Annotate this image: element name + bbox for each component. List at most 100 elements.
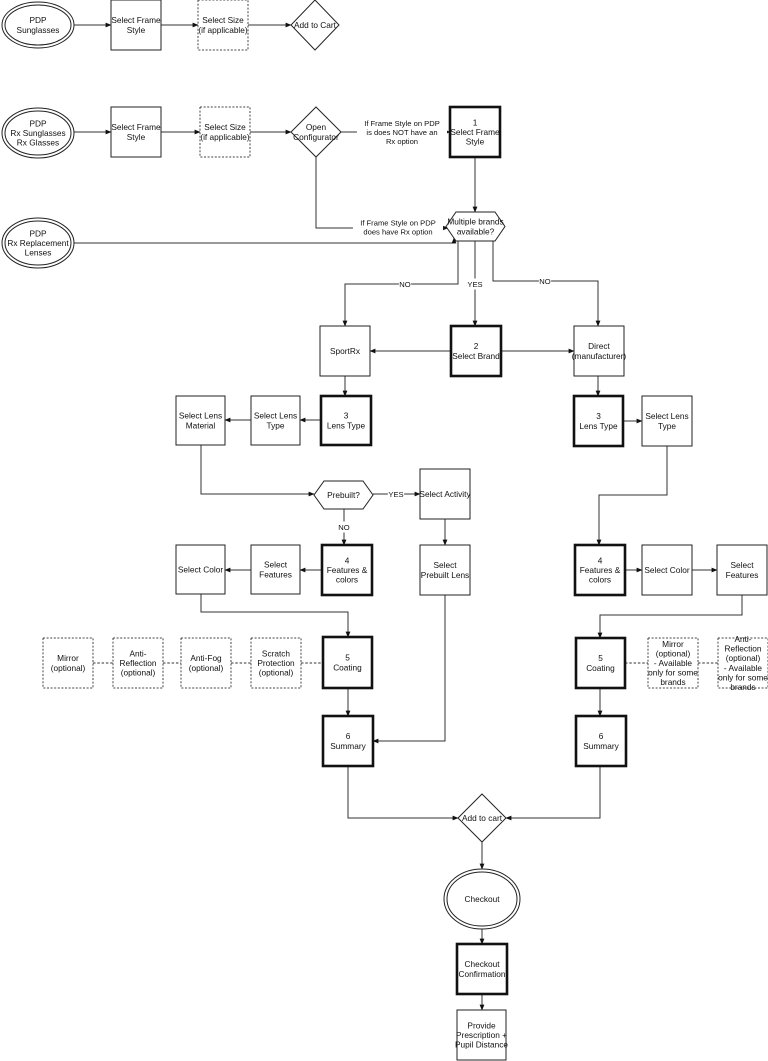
step-box: [448, 105, 502, 159]
node-label-line: available?: [457, 226, 495, 236]
step-box: [574, 714, 628, 768]
terminal-inner-ellipse: [4, 4, 72, 46]
node-label-line: Rx Sunglasses: [10, 128, 65, 138]
step-box: [455, 942, 509, 996]
node-sel-color-r: Select Color: [641, 544, 693, 596]
node-label-line: Checkout: [464, 894, 500, 904]
node-label-line: Pupil Distance: [455, 1040, 508, 1050]
edge-label: NO: [338, 523, 349, 532]
node-label-line: Select Frame: [450, 127, 500, 137]
node-label-line: - Available: [724, 663, 763, 673]
edge-label-bg: [466, 278, 484, 290]
node-label-line: Prebuilt Lens: [421, 570, 469, 580]
node-opt-antiref-r: Anti-Reflection(optional)- Availableonly…: [717, 634, 768, 692]
node-label-line: Lens Type: [327, 420, 366, 430]
node-label-line: Confirmation: [458, 969, 505, 979]
node-label-line: (if applicable): [200, 132, 250, 142]
edge-label-bg: [352, 217, 444, 237]
edge-label: is does NOT have an: [366, 128, 437, 137]
node-label-line: PDP: [29, 228, 47, 238]
node-label-line: Type: [658, 421, 676, 431]
node-label-line: Select Lens: [645, 411, 688, 421]
process-box: [456, 1009, 507, 1061]
node-label-line: (optional): [726, 653, 761, 663]
node-label-line: Anti-: [129, 648, 146, 658]
node-label-line: Select Color: [178, 565, 223, 575]
step-box: [319, 394, 373, 447]
node-label-line: Reflection: [120, 658, 157, 668]
node-label-line: Rx Replacement: [7, 238, 69, 248]
node-label-line: (optional): [656, 648, 691, 658]
node-label-line: Summary: [583, 741, 619, 751]
node-label-line: PDP: [29, 118, 47, 128]
edge-label: YES: [388, 490, 403, 499]
process-box: [250, 395, 301, 446]
optional-box: [250, 637, 302, 689]
step-box: [320, 543, 374, 597]
node-label-line: Add to cart: [462, 813, 503, 823]
node-label-line: (optional): [51, 663, 86, 673]
node-label-line: (optional): [259, 668, 294, 678]
edge-label: YES: [467, 280, 482, 289]
node-label-line: - Available: [654, 658, 693, 668]
optional-box: [180, 637, 232, 689]
node-label-line: Coating: [586, 663, 615, 673]
node-label-line: 1: [473, 117, 478, 127]
node-label-line: 6: [346, 731, 351, 741]
optional-box: [647, 637, 699, 689]
process-box: [419, 544, 471, 596]
optional-box: [42, 637, 94, 689]
node-label-line: Features: [726, 570, 759, 580]
process-box: [319, 325, 371, 377]
node-label-line: Direct: [588, 341, 610, 351]
node-label-line: Style: [127, 132, 146, 142]
step-box: [572, 394, 625, 448]
node-add-cart-b: Add to cart: [457, 793, 507, 843]
node-opt-antifog-l: Anti-Fog(optional): [180, 637, 232, 689]
edge-step6-r-to-add-cart-b: [505, 766, 601, 821]
node-label-line: (optional): [189, 663, 224, 673]
edge-label: Rx option: [386, 137, 418, 146]
node-label-line: Select: [433, 560, 457, 570]
edge-label-bg: [538, 275, 552, 287]
decision-diamond: [290, 0, 340, 51]
node-label-line: only for some: [718, 672, 768, 682]
node-opt-antiref-l: Anti-Reflection(optional): [112, 637, 164, 689]
node-label-line: Summary: [330, 741, 366, 751]
edge-label-bg: [337, 521, 351, 533]
node-label-line: Select Size: [202, 15, 244, 25]
node-label-line: Mirror: [57, 653, 79, 663]
node-label-line: 4: [345, 555, 350, 565]
node-label-line: (if applicable): [198, 25, 248, 35]
process-box: [110, 0, 162, 51]
node-label-line: Select Activity: [419, 489, 471, 499]
process-box: [716, 544, 768, 596]
edge-sel-prebuilt-lens-to-step6-l: [372, 595, 446, 744]
step-box: [321, 635, 374, 690]
node-label-line: Rx Glasses: [17, 138, 59, 148]
edge-sel-features-r-to-step5-r: [597, 595, 743, 639]
node-label-line: Anti-: [734, 634, 751, 644]
edge-pdp-repl-to-multi-brands: [74, 237, 457, 244]
process-box: [641, 395, 693, 447]
edge-sel-color-l-to-step5-l: [200, 594, 351, 638]
process-box: [110, 106, 162, 158]
edge-sel-lens-type-r-to-step4-r: [596, 446, 668, 546]
node-label-line: Style: [466, 137, 485, 147]
edge-label: If Frame Style on PDP: [360, 219, 436, 228]
